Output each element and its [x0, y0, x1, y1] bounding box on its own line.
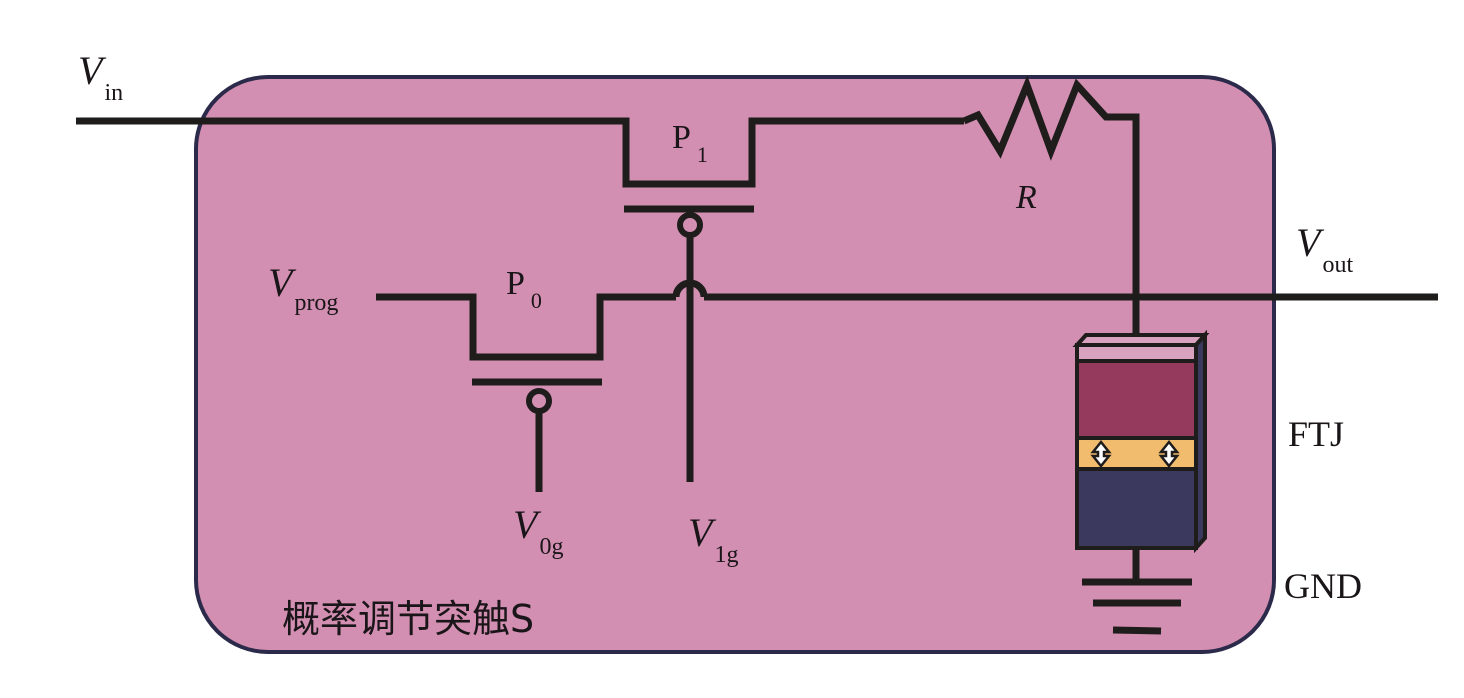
v1g-label: V1g — [688, 510, 738, 568]
vprog-wire — [376, 293, 676, 361]
ftj-barrier-layer — [1075, 436, 1198, 471]
bidirectional-arrow-icon — [1090, 439, 1112, 469]
bidirectional-arrow-icon — [1158, 439, 1180, 469]
gnd-label: GND — [1284, 566, 1362, 606]
ftj-device — [1072, 329, 1210, 554]
v0g-label: V0g — [513, 502, 563, 560]
ground-symbol-icon — [1082, 548, 1192, 635]
vin-wire — [76, 117, 964, 188]
ftj-bottom-electrode — [1075, 467, 1198, 550]
resistor-label: R — [1015, 179, 1037, 216]
ftj-label: FTJ — [1288, 414, 1344, 454]
ftj-top-electrode — [1075, 359, 1198, 440]
vprog-label: Vprog — [268, 260, 338, 316]
ftj-top-cap — [1075, 343, 1198, 363]
container-label: 概率调节突触S — [282, 597, 534, 641]
resistor-zigzag — [962, 75, 1140, 334]
wire-crossover-hop — [672, 279, 708, 298]
synapse-container — [194, 75, 1276, 654]
vin-label: Vin — [78, 48, 123, 106]
vout-label: Vout — [1296, 220, 1353, 278]
